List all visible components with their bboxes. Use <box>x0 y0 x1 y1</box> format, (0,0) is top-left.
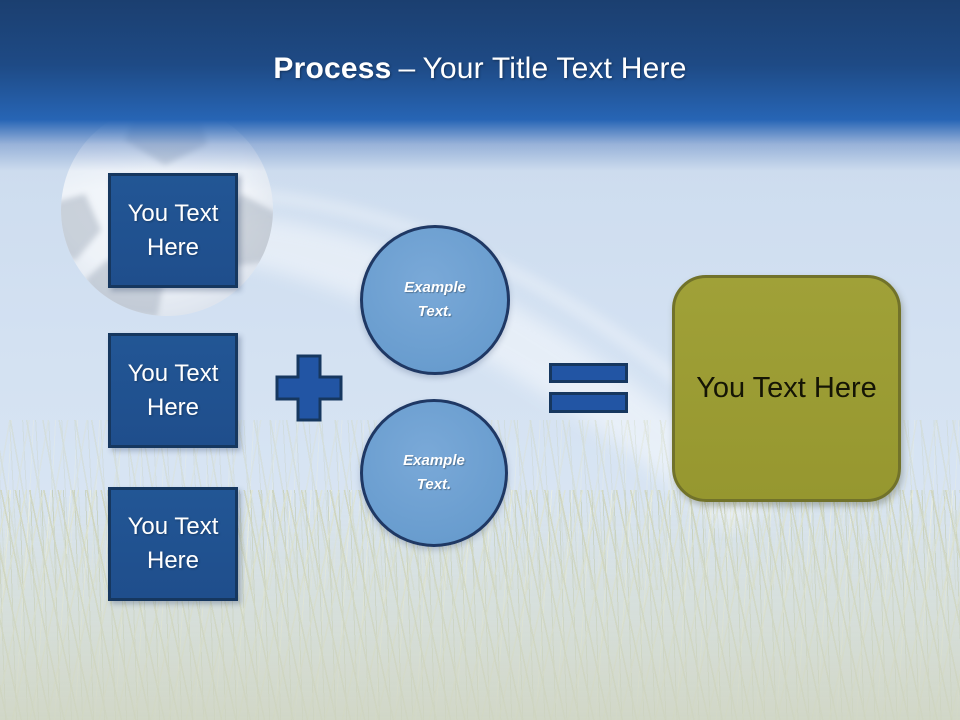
step-box-3[interactable]: You Text Here <box>108 487 238 601</box>
equals-bar-top <box>549 363 628 383</box>
step-box-1-label: You Text Here <box>127 199 219 261</box>
equals-icon[interactable] <box>549 363 628 413</box>
example-circle-2-label: Example Text. <box>403 452 465 493</box>
title-rest: Your Title Text Here <box>422 52 687 85</box>
page-title[interactable]: Process–Your Title Text Here <box>0 52 960 86</box>
equals-bar-bottom <box>549 392 628 413</box>
step-box-2[interactable]: You Text Here <box>108 333 238 448</box>
example-circle-2[interactable]: Example Text. <box>360 399 508 547</box>
example-circle-1-label: Example Text. <box>404 279 466 320</box>
result-box-label: You Text Here <box>696 372 877 404</box>
title-bar: Process–Your Title Text Here <box>0 0 960 190</box>
step-box-3-label: You Text Here <box>127 513 219 574</box>
step-box-1[interactable]: You Text Here <box>108 173 238 288</box>
title-emphasis: Process <box>273 52 392 85</box>
example-circle-1[interactable]: Example Text. <box>360 225 510 375</box>
step-box-2-label: You Text Here <box>127 359 219 421</box>
plus-icon[interactable] <box>272 351 345 425</box>
title-separator: – <box>398 52 416 85</box>
result-box[interactable]: You Text Here <box>672 275 901 502</box>
